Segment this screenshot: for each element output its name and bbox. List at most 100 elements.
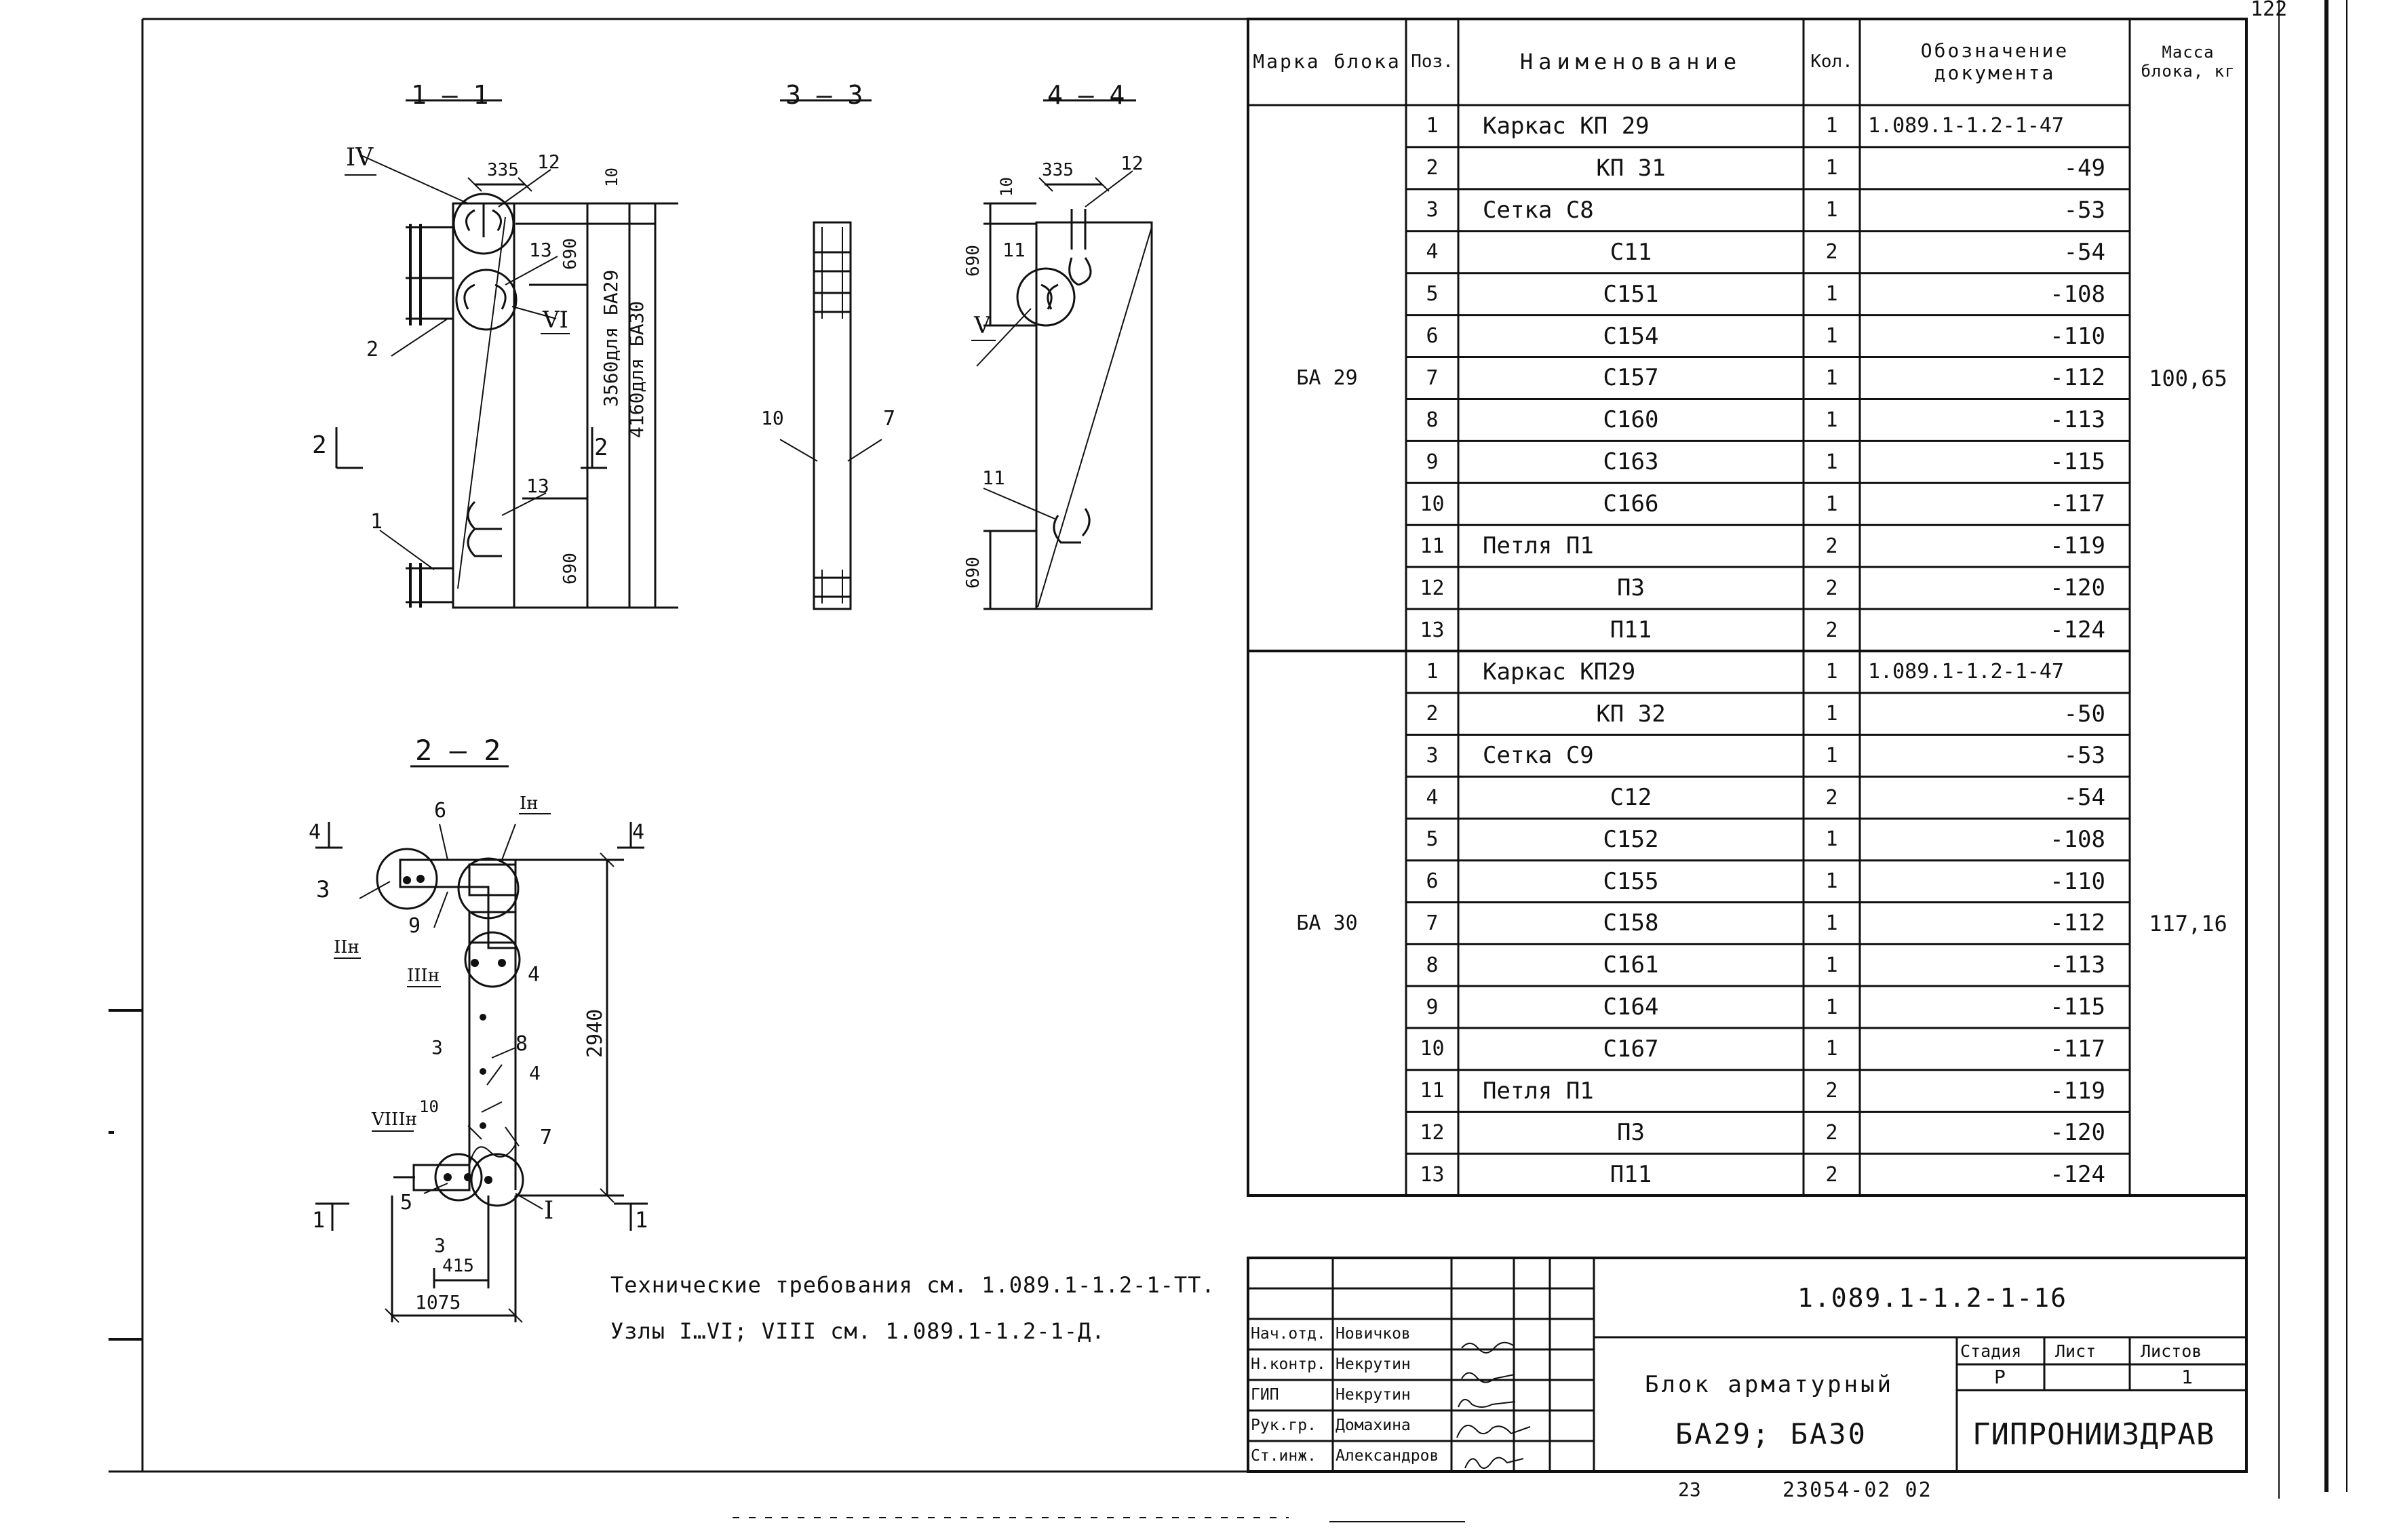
signature-role: ГИП [1251,1386,1279,1404]
cell-qty: 1 [1825,366,1838,390]
section-title-2-2: 2 — 2 [415,734,501,767]
nodes-reference-note: Узлы I…VI; VIII см. 1.089.1-1.2-1-Д. [610,1318,1106,1344]
signature-name: Домахина [1336,1417,1411,1434]
cell-name: С161 [1603,951,1659,979]
cell-name: Петля П1 [1483,532,1594,560]
sheets-label: Листов [2141,1341,2202,1361]
cell-pos: 7 [1426,366,1439,390]
sheet-label: Лист [2055,1341,2097,1361]
cell-pos: 8 [1426,408,1439,432]
cell-name: С11 [1610,238,1652,266]
cell-pos: 5 [1426,282,1439,307]
cell-pos: 11 [1420,534,1445,558]
cell-qty: 1 [1825,827,1838,852]
signature-name: Некрутин [1336,1386,1411,1404]
cell-doc: -110 [2050,322,2105,350]
header-qty: Кол. [1810,51,1853,72]
block-mass-cell: 100,65 [2149,365,2227,391]
pos-5-s22: 5 [400,1191,413,1215]
cell-pos: 2 [1426,702,1439,726]
cell-qty: 1 [1825,156,1838,180]
cell-qty: 1 [1825,743,1838,768]
document-title-line2: БА29; БА30 [1675,1417,1867,1450]
pos-12-s11: 12 [537,151,560,173]
cell-pos: 12 [1420,1120,1445,1145]
signature-name: Новичков [1336,1325,1411,1343]
cell-name: С12 [1610,784,1652,812]
cell-name: С151 [1603,280,1659,308]
stage-label: Стадия [1960,1341,2022,1361]
header-block-mass: Масса блока, кг [2141,42,2236,81]
cell-name: КП 31 [1596,154,1666,182]
signature-role: Н.контр. [1251,1356,1326,1373]
signature-role: Нач.отд. [1251,1325,1326,1343]
cell-qty: 1 [1825,660,1838,684]
cell-name: Каркас КП 29 [1483,112,1650,140]
cell-name: С166 [1603,490,1659,518]
cell-name: С160 [1603,406,1659,434]
header-pos: Поз. [1411,51,1454,72]
cell-doc: -49 [2063,154,2105,182]
cell-pos: 1 [1426,114,1439,138]
cell-pos: 6 [1426,869,1439,894]
node-label-in: Iн [520,793,539,814]
cell-name: С154 [1603,322,1659,350]
cell-doc: -115 [2050,993,2105,1021]
document-code: 1.089.1-1.2-1-16 [1797,1283,2068,1313]
dim-690-s44-bottom: 690 [963,557,983,589]
cell-qty: 2 [1825,1162,1838,1187]
cell-qty: 2 [1825,1120,1838,1145]
header-block-mark: Марка блока [1253,50,1401,73]
dim-10-s11: 10 [602,167,621,187]
block-mark-cell: БА 30 [1296,911,1358,935]
cell-name: С167 [1603,1035,1659,1063]
cell-qty: 1 [1825,869,1838,894]
cell-name: Каркас КП29 [1483,658,1636,686]
dim-690-s11-top: 690 [560,238,581,270]
cell-name: С158 [1603,909,1659,937]
cell-qty: 1 [1825,492,1838,516]
header-name: Наименование [1519,49,1742,75]
cell-doc: -54 [2063,238,2105,266]
section-mark-1-left: 1 [312,1207,326,1233]
dim-690-s44-top: 690 [963,245,983,277]
section-title-3-3: 3 — 3 [785,80,863,110]
cell-doc: -120 [2050,574,2105,602]
cell-doc: -117 [2050,1035,2105,1063]
cell-pos: 2 [1426,156,1439,180]
cell-qty: 2 [1825,1079,1838,1103]
dim-415: 415 [442,1256,474,1276]
cell-name: П11 [1610,616,1652,644]
pos-4-s22-mid: 4 [529,1062,541,1084]
node-label-v: V [974,312,991,339]
cell-pos: 3 [1426,743,1439,768]
bottom-mark-right: 23054-02 02 [1782,1478,1932,1502]
section-mark-4-right: 4 [632,821,645,844]
cell-doc: -115 [2050,448,2105,476]
signature-name: Александров [1336,1447,1439,1465]
cell-qty: 2 [1825,240,1838,264]
bottom-mark-left: 23 [1678,1478,1701,1501]
pos-3-s22-mid: 3 [431,1036,443,1059]
tech-requirements-note: Технические требования см. 1.089.1-1.2-1… [610,1272,1215,1298]
cell-pos: 6 [1426,324,1439,349]
cell-doc: -119 [2050,1077,2105,1105]
pos-12-s44: 12 [1120,152,1144,174]
cell-doc: -53 [2063,742,2105,770]
pos-3-s22-bottom: 3 [434,1234,446,1257]
pos-2-s11: 2 [366,338,379,361]
cell-qty: 1 [1825,995,1838,1019]
header-document: Обозначение документа [1920,39,2069,84]
pos-3-s22: 3 [316,876,330,903]
node-label-i: I [544,1197,554,1225]
cell-doc: -124 [2050,616,2105,644]
cell-qty: 2 [1825,618,1838,642]
cell-name: П3 [1617,574,1645,602]
section-mark-2-right: 2 [594,434,608,461]
cell-name: С157 [1603,364,1659,392]
cell-pos: 4 [1426,240,1439,264]
cell-pos: 13 [1420,1162,1445,1187]
cell-doc: -119 [2050,532,2105,560]
section-mark-2-left: 2 [312,431,327,459]
